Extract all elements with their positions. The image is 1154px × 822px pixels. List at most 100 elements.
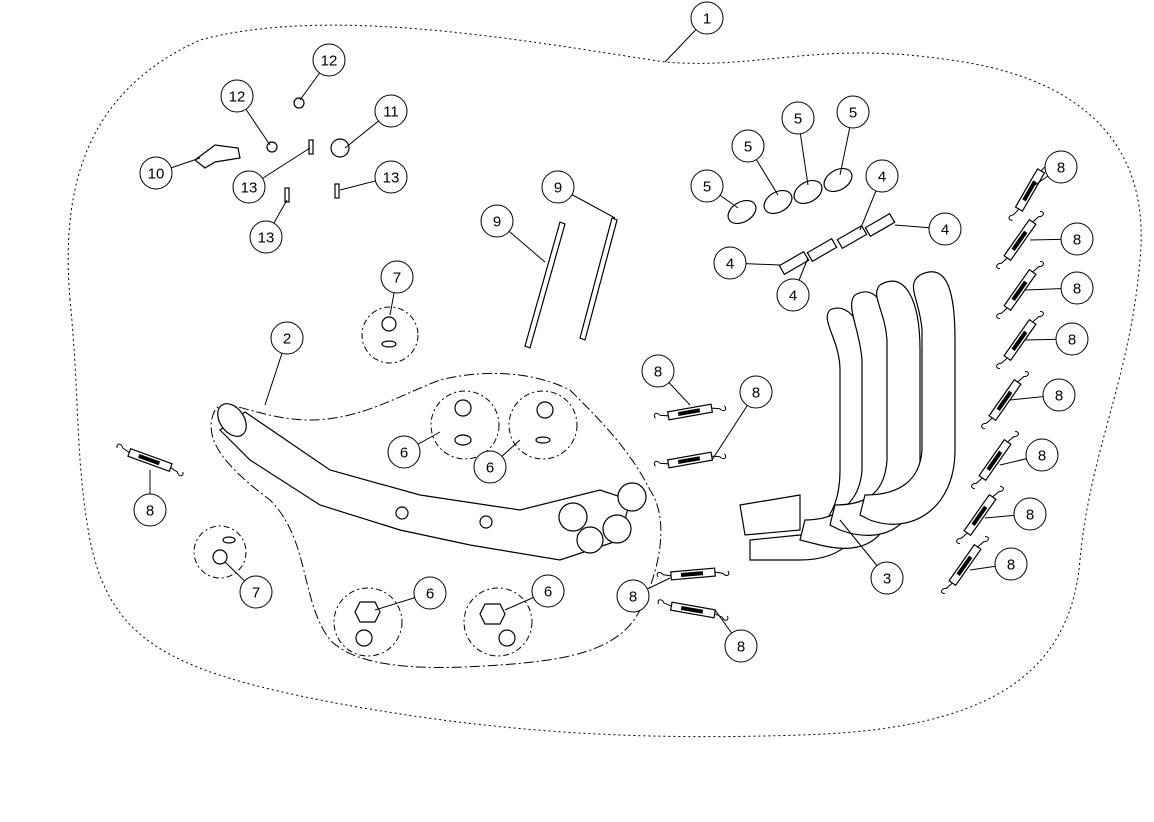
callout-13: 13 bbox=[232, 170, 266, 204]
callout-number: 2 bbox=[283, 331, 291, 348]
callout-circle bbox=[387, 435, 421, 469]
cable-tie bbox=[579, 217, 618, 341]
callout-number: 8 bbox=[1073, 281, 1081, 298]
callout-number: 6 bbox=[486, 460, 494, 477]
callout-number: 8 bbox=[146, 503, 154, 520]
callout-circle bbox=[739, 375, 773, 409]
callout-9: 9 bbox=[541, 170, 575, 204]
callout-8: 8 bbox=[1025, 438, 1059, 472]
callout-number: 4 bbox=[941, 222, 949, 239]
callout-number: 8 bbox=[1026, 507, 1034, 524]
callout-circle bbox=[380, 260, 414, 294]
callout-6: 6 bbox=[413, 576, 447, 610]
callout-number: 8 bbox=[629, 589, 637, 606]
kit-boundary bbox=[67, 24, 1142, 738]
callout-4: 4 bbox=[928, 212, 962, 246]
callout-number: 5 bbox=[849, 105, 857, 122]
spring bbox=[981, 370, 1029, 430]
part-6-boundary-b bbox=[508, 390, 578, 460]
spring bbox=[653, 451, 727, 469]
callout-circle bbox=[731, 129, 765, 163]
callout-circle bbox=[1013, 497, 1047, 531]
callout-circle bbox=[724, 629, 758, 663]
callout-circle bbox=[1060, 271, 1094, 305]
callout-6: 6 bbox=[387, 435, 421, 469]
callout-circle bbox=[220, 79, 254, 113]
callout-circle bbox=[1060, 222, 1094, 256]
callout-8: 8 bbox=[739, 375, 773, 409]
callout-8: 8 bbox=[616, 579, 650, 613]
callout-8: 8 bbox=[1055, 322, 1089, 356]
callout-number: 1 bbox=[703, 11, 711, 28]
part-6-boundary-d bbox=[463, 587, 533, 657]
spring bbox=[656, 567, 730, 581]
callout-number: 12 bbox=[229, 89, 246, 106]
callout-12: 12 bbox=[220, 79, 254, 113]
callout-number: 6 bbox=[544, 584, 552, 601]
callout-5: 5 bbox=[836, 95, 870, 129]
callout-number: 6 bbox=[426, 586, 434, 603]
callout-number: 13 bbox=[258, 230, 275, 247]
callout-circle bbox=[870, 561, 904, 595]
callout-circle bbox=[374, 160, 408, 194]
callout-number: 8 bbox=[737, 639, 745, 656]
callout-number: 8 bbox=[1057, 160, 1065, 177]
callout-number: 6 bbox=[400, 445, 408, 462]
callout-8: 8 bbox=[1042, 378, 1076, 412]
callout-5: 5 bbox=[781, 101, 815, 135]
spring bbox=[941, 535, 989, 595]
callout-number: 7 bbox=[393, 270, 401, 287]
callout-circle bbox=[239, 575, 273, 609]
callout-number: 4 bbox=[878, 169, 886, 186]
callout-number: 8 bbox=[1055, 388, 1063, 405]
part-6-boundary-a bbox=[430, 390, 500, 460]
spring bbox=[653, 403, 727, 421]
spring bbox=[996, 260, 1044, 320]
callout-13: 13 bbox=[374, 160, 408, 194]
spring bbox=[956, 485, 1004, 545]
callout-circle bbox=[928, 212, 962, 246]
callout-circle bbox=[473, 450, 507, 484]
callout-5: 5 bbox=[690, 169, 724, 203]
callout-number: 8 bbox=[1068, 332, 1076, 349]
callout-3: 3 bbox=[870, 561, 904, 595]
callout-8: 8 bbox=[724, 629, 758, 663]
header-pipes bbox=[739, 271, 956, 561]
callout-2: 2 bbox=[270, 321, 304, 355]
callout-circle bbox=[270, 321, 304, 355]
callout-4: 4 bbox=[713, 246, 747, 280]
callout-circle bbox=[312, 43, 346, 77]
callout-4: 4 bbox=[776, 278, 810, 312]
callout-8: 8 bbox=[994, 547, 1028, 581]
callout-5: 5 bbox=[731, 129, 765, 163]
callout-number: 8 bbox=[1007, 557, 1015, 574]
callout-11: 11 bbox=[374, 94, 408, 128]
spring bbox=[657, 599, 729, 621]
callout-10: 10 bbox=[139, 156, 173, 190]
callout-circle bbox=[232, 170, 266, 204]
callout-circle bbox=[1055, 322, 1089, 356]
callout-circle bbox=[836, 95, 870, 129]
gaskets bbox=[727, 167, 853, 225]
callout-7: 7 bbox=[380, 260, 414, 294]
callout-7: 7 bbox=[239, 575, 273, 609]
cable-tie bbox=[524, 221, 566, 349]
callout-6: 6 bbox=[473, 450, 507, 484]
callout-number: 5 bbox=[794, 111, 802, 128]
callout-circle bbox=[994, 547, 1028, 581]
callout-circle bbox=[690, 169, 724, 203]
callout-number: 11 bbox=[383, 104, 399, 121]
callout-8: 8 bbox=[641, 354, 675, 388]
spring bbox=[996, 310, 1044, 370]
callout-number: 5 bbox=[703, 179, 711, 196]
callout-8: 8 bbox=[1060, 222, 1094, 256]
callout-1: 1 bbox=[690, 1, 724, 35]
spring bbox=[996, 210, 1044, 270]
callout-9: 9 bbox=[480, 204, 514, 238]
callout-circle bbox=[413, 576, 447, 610]
callout-circle bbox=[249, 220, 283, 254]
callout-circle bbox=[541, 170, 575, 204]
collector-pipe bbox=[217, 403, 647, 561]
